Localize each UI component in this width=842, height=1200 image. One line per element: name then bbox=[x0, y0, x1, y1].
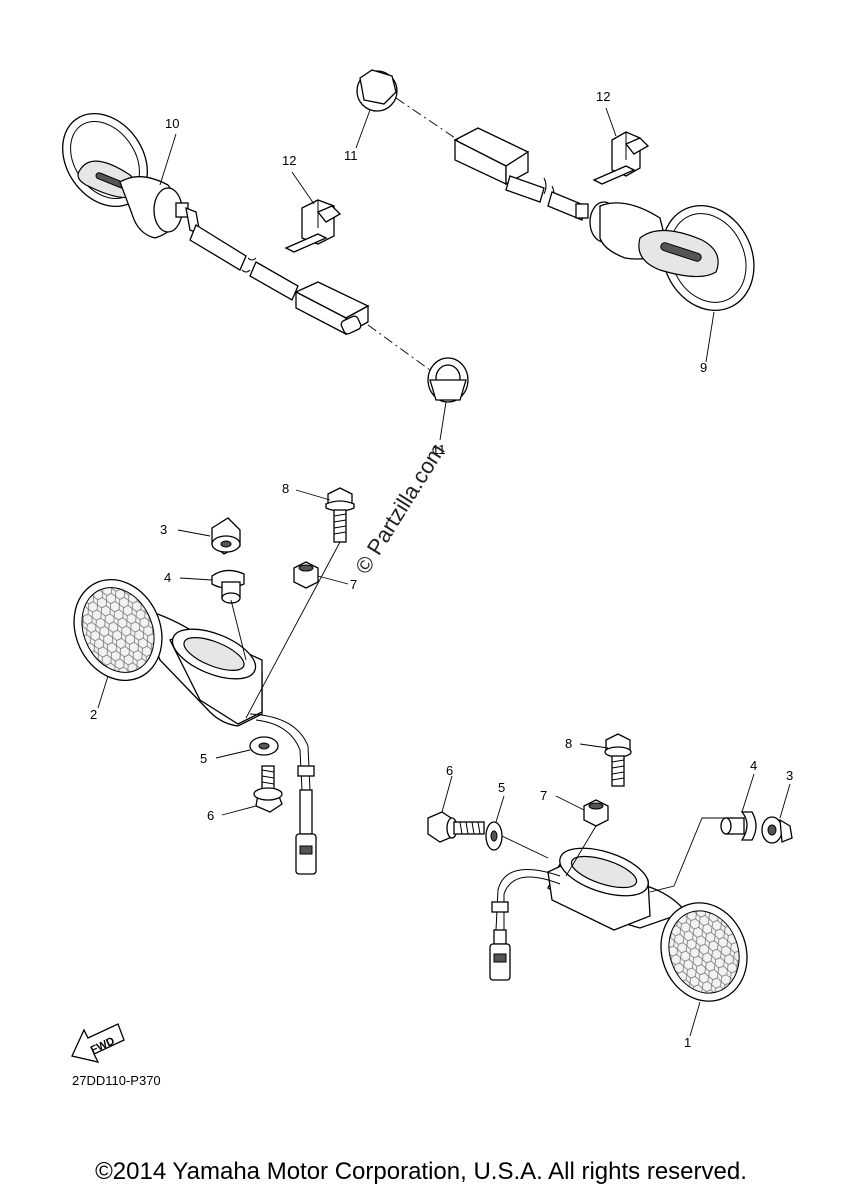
callout-6-right: 6 bbox=[446, 763, 453, 778]
callout-labels: 10 12 11 11 12 9 3 4 8 7 2 5 6 8 6 5 7 4… bbox=[90, 89, 793, 1050]
turn-signal-assembly-2 bbox=[73, 578, 317, 875]
grommet-11-lower bbox=[427, 357, 469, 403]
callout-11-lower: 11 bbox=[432, 442, 446, 457]
callout-9: 9 bbox=[700, 360, 707, 375]
callout-8-right: 8 bbox=[565, 736, 572, 751]
callout-7-left: 7 bbox=[350, 577, 357, 592]
callout-4-left: 4 bbox=[164, 570, 171, 585]
copyright-notice: ©2014 Yamaha Motor Corporation, U.S.A. A… bbox=[95, 1158, 747, 1185]
bolt-6-left bbox=[253, 765, 283, 813]
guide-bolt-left bbox=[245, 541, 341, 719]
grommet-11-upper bbox=[356, 69, 398, 112]
callout-3-right: 3 bbox=[786, 768, 793, 783]
bolt-6-right bbox=[427, 811, 485, 843]
bolt-8-right bbox=[604, 733, 632, 787]
leader-lines bbox=[97, 107, 791, 1037]
spacer-7-left bbox=[293, 561, 319, 589]
collar-4-left bbox=[211, 569, 245, 604]
turn-signal-assembly-9 bbox=[453, 127, 755, 312]
guide-collar-left bbox=[230, 599, 247, 661]
callout-5-left: 5 bbox=[200, 751, 207, 766]
wire-clip-12-left bbox=[284, 199, 342, 253]
collar-4-right bbox=[720, 811, 757, 841]
callout-12-left: 12 bbox=[282, 153, 296, 168]
callout-10: 10 bbox=[165, 116, 179, 131]
diagram-code: 27DD110-P370 bbox=[72, 1073, 161, 1088]
washer-5-left bbox=[249, 736, 279, 756]
cap-nut-3-left bbox=[211, 517, 241, 555]
assembly-line-left bbox=[367, 324, 431, 371]
callout-5-right: 5 bbox=[498, 780, 505, 795]
callout-3-left: 3 bbox=[160, 522, 167, 537]
callout-8-left: 8 bbox=[282, 481, 289, 496]
fwd-arrow-icon: FWD bbox=[71, 1023, 125, 1063]
assembly-line-right bbox=[395, 97, 459, 141]
turn-signal-assembly-1 bbox=[489, 847, 748, 1002]
callout-11-upper: 11 bbox=[344, 148, 358, 163]
wire-clip-12-right bbox=[592, 131, 650, 185]
callout-12-right: 12 bbox=[596, 89, 610, 104]
washer-5-right bbox=[485, 821, 503, 851]
guide-washer-right bbox=[501, 835, 549, 859]
callout-4-right: 4 bbox=[750, 758, 757, 773]
callout-7-right: 7 bbox=[540, 788, 547, 803]
cap-nut-3-right bbox=[761, 816, 793, 844]
spacer-7-right bbox=[583, 799, 609, 827]
bolt-8-left bbox=[325, 487, 355, 543]
callout-6-left: 6 bbox=[207, 808, 214, 823]
guide-bolt-right bbox=[565, 825, 597, 877]
guide-collar-right bbox=[649, 817, 726, 893]
callout-2: 2 bbox=[90, 707, 97, 722]
turn-signal-assembly-10 bbox=[62, 112, 370, 336]
callout-1: 1 bbox=[684, 1035, 691, 1050]
